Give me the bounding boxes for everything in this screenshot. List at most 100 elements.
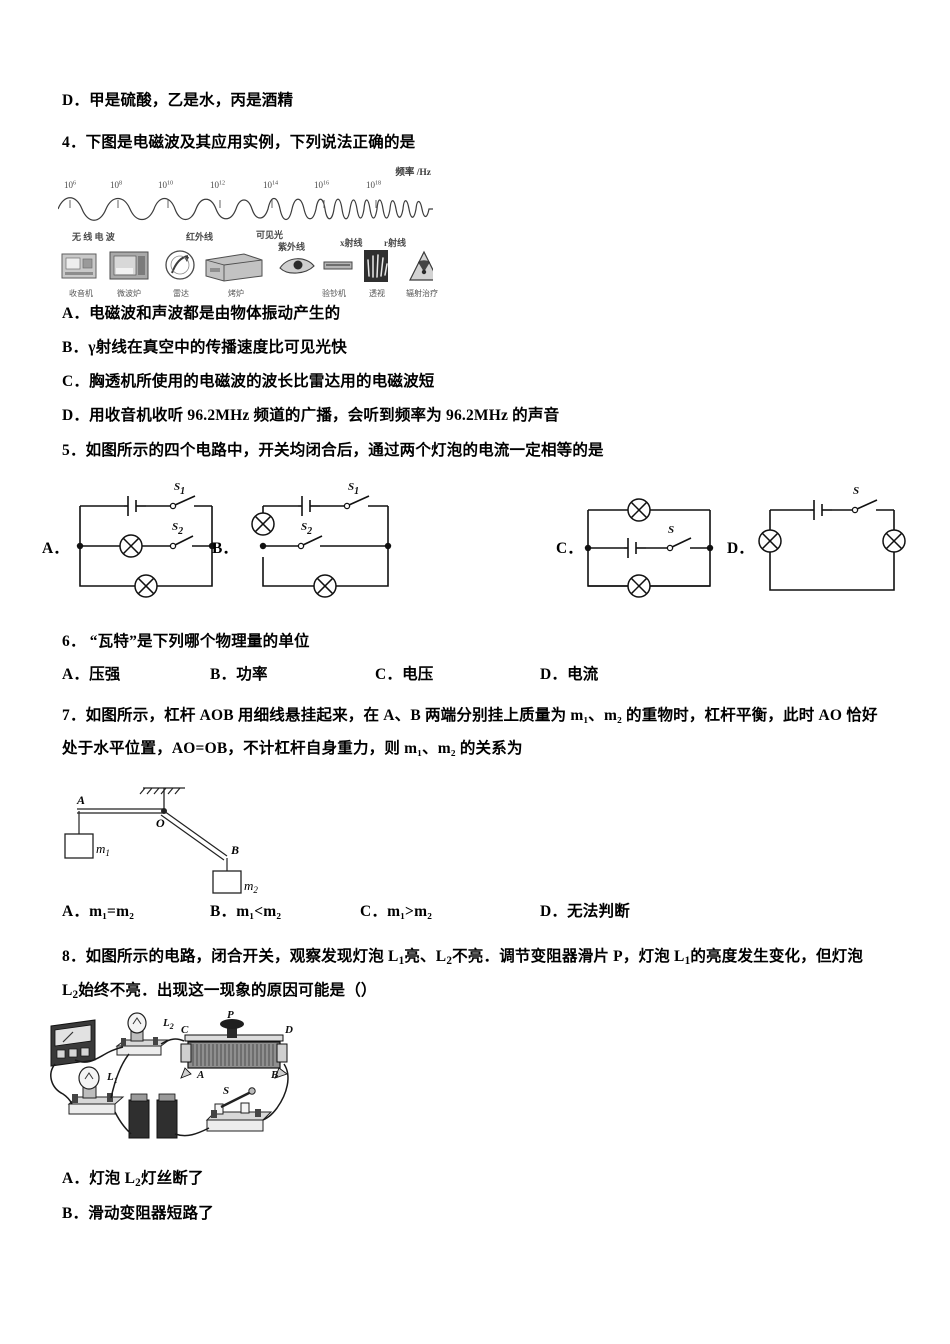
lever-label-b: B (230, 843, 239, 857)
apparatus-label-c: C (181, 1024, 189, 1036)
tick-label-1e12: 1012 (210, 180, 226, 190)
q8-stem-part-c: 不亮．调节变阻器滑片 P，灯泡 L (452, 948, 685, 965)
q7-stem-line1: 7．如图所示，杠杆 AOB 用细线悬挂起来，在 A、B 两端分别挂上质量为 m₁… (62, 707, 878, 724)
circuit-a-switch1-label: S1 (174, 481, 185, 497)
q7-option-b: B．m₁<m₂ (210, 903, 282, 920)
tick-label-1e10: 1010 (158, 180, 174, 190)
q6-option-c: C．电压 (375, 666, 434, 683)
q8-stem-line2-part-b: 始终不亮．出现这一现象的原因可能是（） (78, 982, 377, 999)
circuit-option-a: S1 S2 (76, 481, 216, 598)
apparatus-label-l2: L2 (162, 1017, 174, 1031)
lever-label-m2: m2 (244, 878, 258, 895)
q4-option-b: B．γ射线在真空中的传播速度比可见光快 (62, 339, 347, 356)
apparatus-circuit-figure: L2 (50, 1009, 293, 1139)
circuit-b-switch2-label: S2 (301, 521, 312, 537)
device-label-radio: 收音机 (69, 289, 93, 298)
radio-icon (61, 253, 97, 279)
circuit-option-c: S (584, 498, 714, 598)
circuit-d-switch-label: S (853, 485, 859, 497)
band-label-visible: 可见光 (256, 230, 284, 240)
apparatus-label-s: S (223, 1085, 229, 1097)
device-label-radar: 雷达 (173, 289, 189, 298)
device-label-detector: 验钞机 (322, 289, 346, 298)
lever-label-a: A (76, 793, 85, 807)
tick-label-1e6: 106 (64, 180, 77, 190)
circuit-option-d: S (758, 485, 906, 591)
tick-label-1e8: 108 (110, 180, 123, 190)
apparatus-label-b: B (270, 1069, 278, 1081)
q5-choice-a-letter: A． (42, 540, 69, 557)
q8-stem-line2: L2始终不亮．出现这一现象的原因可能是（） (62, 982, 377, 1002)
q8-stem-part-a: 8．如图所示的电路，闭合开关，观察发现灯泡 L (62, 948, 399, 965)
band-label-uv: 紫外线 (278, 242, 306, 252)
q5-stem: 5．如图所示的四个电路中，开关均闭合后，通过两个灯泡的电流一定相等的是 (62, 442, 604, 459)
q8-option-a: A．灯泡 L2灯丝断了 (62, 1170, 204, 1190)
q8-stem-sub-2: 2 (446, 955, 453, 968)
q8-stem-sub-3: 1 (684, 955, 691, 968)
circuit-option-b: S1 S2 (251, 481, 392, 598)
rheostat-icon (180, 1019, 288, 1079)
lamp-l1-icon (67, 1066, 125, 1115)
q8-stem-line2-sub: 2 (72, 989, 79, 1002)
device-label-xray-view: 透视 (369, 289, 385, 298)
em-wave-curve (58, 197, 433, 221)
circuit-b-switch1-label: S1 (348, 481, 359, 497)
q5-choice-c-letter: C． (556, 540, 583, 557)
eye-icon (279, 258, 315, 274)
device-pictograms (61, 250, 433, 282)
xray-hand-icon (364, 250, 388, 282)
device-label-microwave: 微波炉 (117, 289, 141, 298)
q7-option-d: D．无法判断 (540, 903, 630, 920)
lever-label-m1: m1 (96, 841, 110, 858)
em-spectrum-figure: 频率 /Hz 106 108 1010 1012 1014 1016 1018 … (58, 166, 438, 298)
q8-stem-sub-1: 1 (398, 955, 405, 968)
q8-stem-part-b: 亮、L (404, 948, 447, 965)
apparatus-label-p: P (227, 1009, 234, 1021)
q8-option-b: B．滑动变阻器短路了 (62, 1205, 214, 1222)
q7-option-a: A．m₁=m₂ (62, 903, 135, 920)
tick-label-1e16: 1016 (314, 180, 330, 190)
device-label-radiation: 辐射治疗 (406, 289, 438, 298)
device-label-oven: 烤炉 (228, 289, 244, 298)
q8-option-a-suffix: 灯丝断了 (140, 1170, 204, 1187)
band-label-xray: x射线 (340, 238, 363, 248)
q6-option-d: D．电流 (540, 666, 599, 683)
radar-icon (165, 250, 195, 280)
q8-stem-part-d: 的亮度发生变化，但灯泡 (690, 948, 864, 965)
circuit-c-switch-label: S (668, 524, 674, 536)
q4-option-d: D．用收音机收听 96.2MHz 频道的广播，会听到频率为 96.2MHz 的声… (62, 407, 560, 424)
q6-stem: 6． “瓦特”是下列哪个物理量的单位 (62, 633, 310, 650)
apparatus-label-d: D (284, 1024, 293, 1036)
oven-icon (205, 253, 263, 282)
q6-option-b: B．功率 (210, 666, 268, 683)
q8-option-a-prefix: A．灯泡 L (62, 1170, 136, 1187)
q3-option-d: D．甲是硫酸，乙是水，丙是酒精 (62, 92, 294, 109)
circuit-a-switch2-label: S2 (172, 521, 183, 537)
radiation-warning-icon (409, 250, 433, 281)
q7-option-c: C．m₁>m₂ (360, 903, 433, 920)
lever-label-o: O (156, 816, 165, 830)
tick-label-1e18: 1018 (366, 180, 382, 190)
ammeter-icon (50, 1019, 96, 1067)
q8-option-a-sub: 2 (135, 1177, 141, 1190)
lamp-l2-icon (115, 1012, 171, 1056)
banknote-detector-icon (323, 261, 353, 270)
q7-stem-line2: 处于水平位置，AO=OB，不计杠杆自身重力，则 m₁、m₂ 的关系为 (62, 740, 523, 757)
q5-choice-d-letter: D． (727, 540, 754, 557)
microwave-icon (109, 251, 149, 280)
tick-label-1e14: 1014 (263, 180, 279, 190)
q6-option-a: A．压强 (62, 666, 121, 683)
q8-stem-line2-part-a: L (62, 982, 73, 999)
q4-stem: 4．下图是电磁波及其应用实例，下列说法正确的是 (62, 134, 416, 151)
lever-figure: A O B m1 m2 (64, 787, 258, 895)
q5-choice-b-letter: B． (212, 540, 238, 557)
band-label-radio: 无 线 电 波 (72, 232, 115, 242)
band-label-infrared: 红外线 (186, 232, 214, 242)
q4-option-a: A．电磁波和声波都是由物体振动产生的 (62, 305, 341, 322)
battery-cells-icon (128, 1093, 178, 1139)
q8-stem-line1: 8．如图所示的电路，闭合开关，观察发现灯泡 L1亮、L2不亮．调节变阻器滑片 P… (62, 948, 863, 968)
frequency-axis-unit: 频率 /Hz (395, 168, 431, 178)
switch-icon (205, 1087, 273, 1132)
band-label-gamma: r射线 (384, 238, 406, 248)
